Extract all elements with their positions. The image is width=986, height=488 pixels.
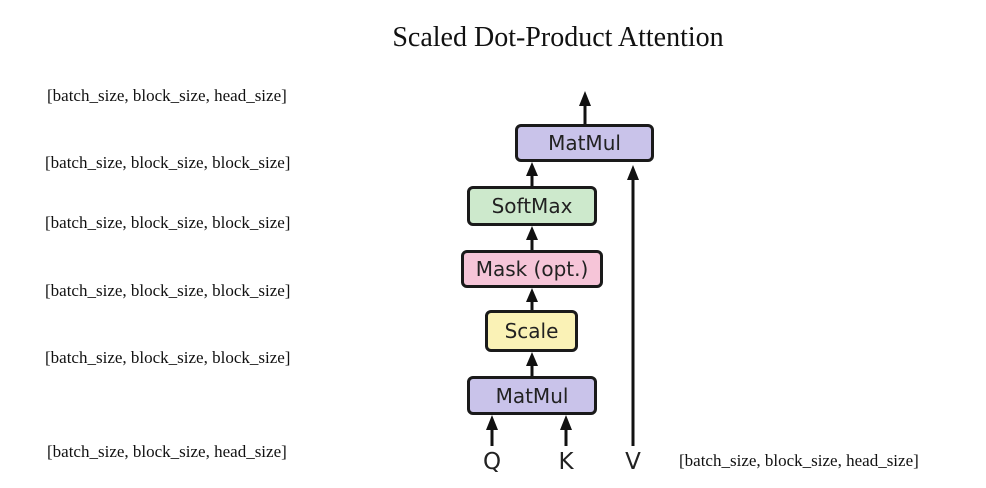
scale-block: Scale [485, 310, 578, 352]
v-shape-label: [batch_size, block_size, head_size] [679, 451, 919, 470]
softmax-shape-label: [batch_size, block_size, block_size] [45, 213, 291, 232]
scale-label: Scale [504, 319, 559, 343]
mask-shape-label: [batch_size, block_size, block_size] [45, 281, 291, 300]
matmul-top-block: MatMul [515, 124, 654, 162]
softmax-label: SoftMax [491, 194, 573, 218]
mask-block: Mask (opt.) [461, 250, 603, 288]
softmax-block: SoftMax [467, 186, 597, 226]
scale-shape-label: [batch_size, block_size, block_size] [45, 348, 291, 367]
matmul-bottom-block: MatMul [467, 376, 597, 415]
q-input-label: Q [482, 449, 502, 475]
output-shape-label: [batch_size, block_size, head_size] [47, 86, 287, 105]
matmul-bottom-label: MatMul [495, 383, 569, 408]
matmul-top-shape-label: [batch_size, block_size, block_size] [45, 153, 291, 172]
diagram-title: Scaled Dot-Product Attention [392, 22, 724, 53]
v-input-label: V [625, 449, 641, 475]
k-input-label: K [558, 449, 574, 475]
matmul-top-label: MatMul [548, 131, 621, 155]
mask-label: Mask (opt.) [475, 257, 589, 281]
qk-shape-label: [batch_size, block_size, head_size] [47, 442, 287, 461]
